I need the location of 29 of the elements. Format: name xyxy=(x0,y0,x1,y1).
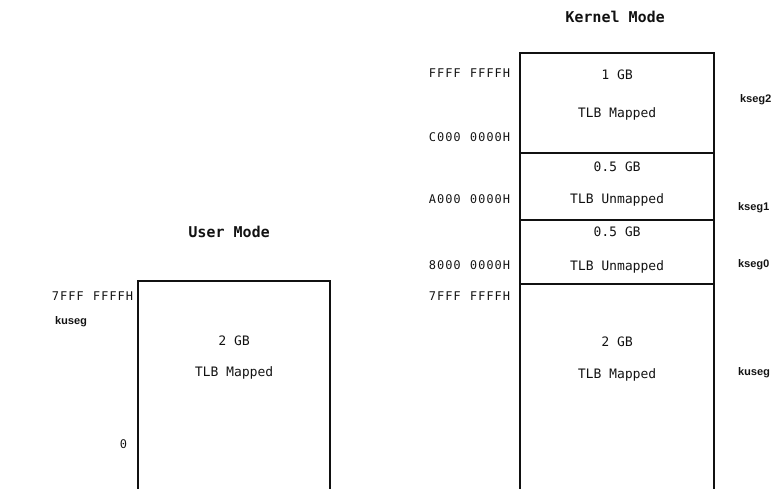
segment-label: kuseg xyxy=(55,315,87,327)
segment-mapping: TLB Mapped xyxy=(194,365,274,380)
memory-segment-box xyxy=(519,52,715,154)
memory-segment-box xyxy=(137,280,331,489)
address-label: C000 0000H xyxy=(428,130,511,144)
memory-segment-box xyxy=(519,283,715,489)
segment-mapping: TLB Mapped xyxy=(578,367,656,382)
mode-heading: Kernel Mode xyxy=(565,8,665,26)
segment-mapping: TLB Unmapped xyxy=(570,192,664,207)
address-label: 0 xyxy=(120,437,128,451)
segment-label: kseg2 xyxy=(740,93,772,105)
segment-size: 1 GB xyxy=(601,68,633,83)
mode-heading: User Mode xyxy=(188,223,270,241)
memory-segment-box xyxy=(519,219,715,285)
segment-label: kseg1 xyxy=(738,201,770,213)
segment-label: kseg0 xyxy=(738,258,770,270)
address-label: 7FFF FFFFH xyxy=(428,289,511,303)
segment-mapping: TLB Unmapped xyxy=(570,259,664,274)
address-label: FFFF FFFFH xyxy=(428,66,511,80)
segment-mapping: TLB Mapped xyxy=(578,106,656,121)
segment-size: 0.5 GB xyxy=(594,225,640,240)
address-label: 8000 0000H xyxy=(428,258,511,272)
address-label: 7FFF FFFFH xyxy=(52,289,134,303)
memory-segment-box xyxy=(519,152,715,221)
segment-label: kuseg xyxy=(738,366,770,378)
segment-size: 2 GB xyxy=(601,335,633,350)
segment-size: 0.5 GB xyxy=(594,160,640,175)
segment-size: 2 GB xyxy=(218,334,250,349)
address-label: A000 0000H xyxy=(428,192,511,206)
